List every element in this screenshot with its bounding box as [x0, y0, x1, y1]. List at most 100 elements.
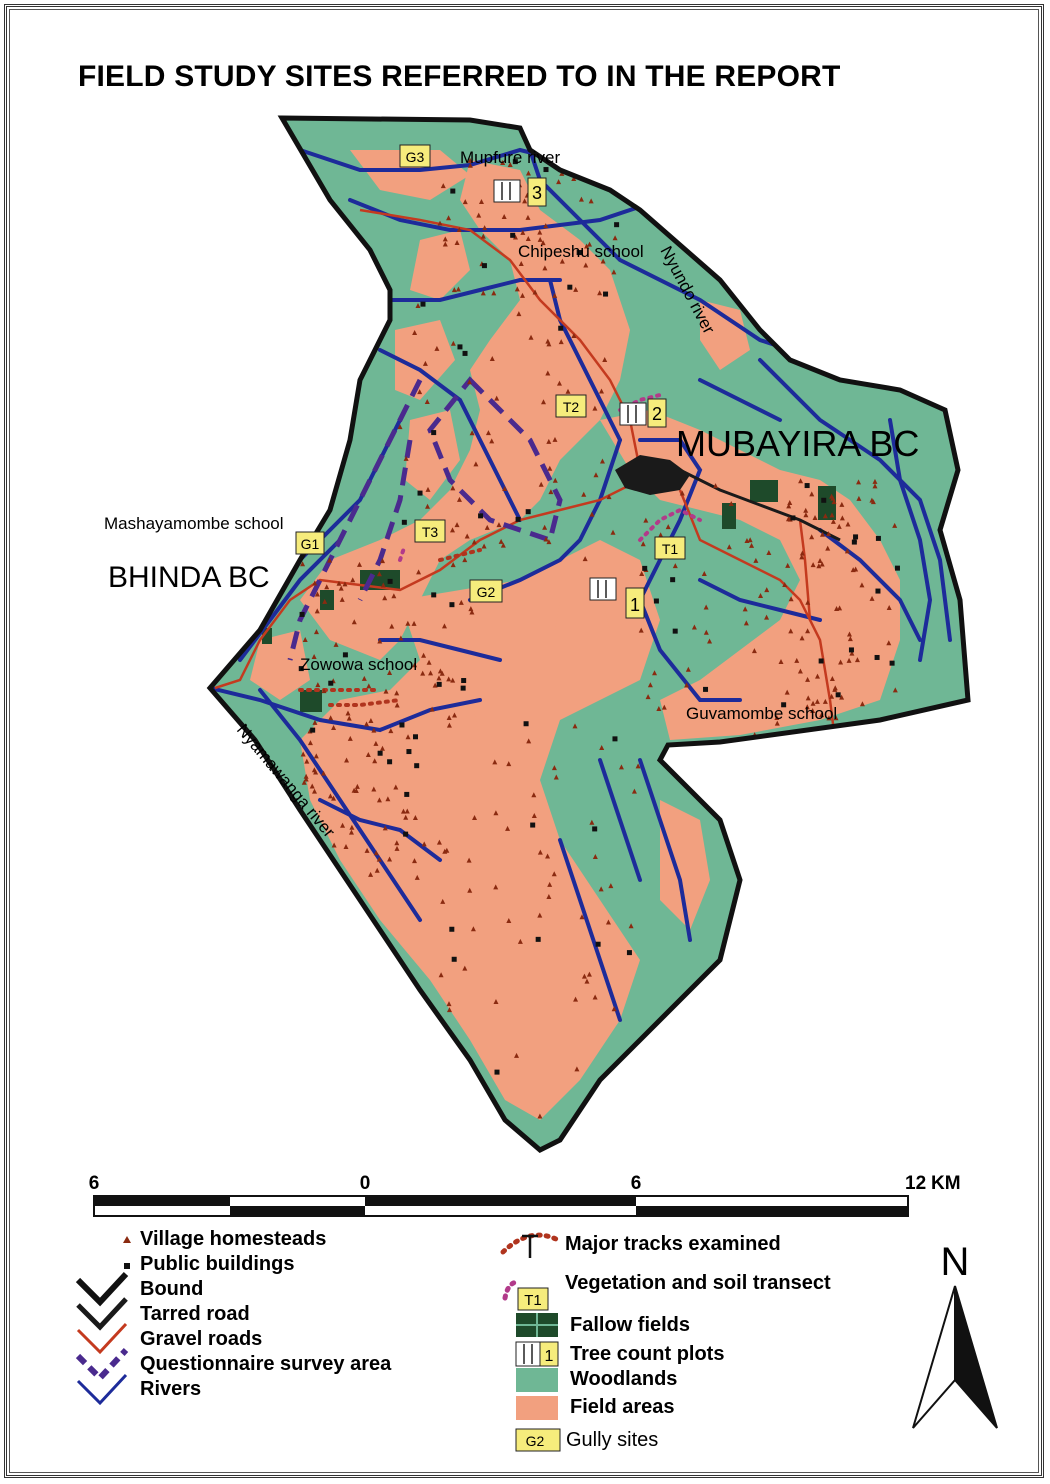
public-building-marker	[399, 722, 405, 728]
g3-label: G3	[406, 149, 425, 165]
public-building-marker	[403, 831, 409, 837]
homestead-marker	[602, 356, 608, 362]
homestead-marker	[388, 728, 394, 734]
homestead-marker	[597, 290, 603, 296]
homestead-marker	[398, 635, 404, 641]
homestead-marker	[394, 690, 400, 696]
homestead-marker	[573, 996, 579, 1002]
homestead-marker	[302, 637, 308, 643]
public-building-marker	[672, 628, 678, 634]
public-building-marker	[543, 167, 549, 173]
public-building-marker	[449, 926, 455, 932]
homestead-marker	[572, 723, 578, 729]
homestead-marker	[805, 695, 811, 701]
homestead-marker	[592, 853, 598, 859]
homestead-marker	[416, 569, 422, 575]
legend-tree-plot-icon	[515, 1341, 541, 1367]
north-arrow: N	[912, 1240, 998, 1429]
homestead-marker	[496, 522, 502, 528]
homestead-marker	[886, 640, 892, 646]
g2-label: G2	[477, 584, 496, 600]
homestead-marker	[397, 424, 403, 430]
homestead-marker	[311, 788, 317, 794]
public-building-marker	[494, 1069, 500, 1075]
homestead-marker	[582, 556, 588, 562]
homestead-marker	[552, 436, 558, 442]
homestead-marker	[514, 1052, 520, 1058]
gully-site-g3: G3	[399, 144, 431, 168]
homestead-marker	[810, 700, 816, 706]
questionnaire-survey-area	[287, 376, 563, 661]
homestead-marker	[320, 871, 326, 877]
homestead-marker	[847, 636, 853, 642]
homestead-marker	[312, 719, 318, 725]
homestead-marker	[545, 370, 551, 376]
legend-gravel-roads: Gravel roads	[140, 1328, 263, 1350]
homestead-marker	[589, 511, 595, 517]
homestead-marker	[624, 1105, 630, 1111]
homestead-marker	[856, 495, 862, 501]
homestead-marker	[385, 796, 391, 802]
homestead-marker	[493, 998, 499, 1004]
homestead-marker	[872, 478, 878, 484]
homestead-marker	[892, 687, 898, 693]
homestead-marker	[658, 532, 664, 538]
homestead-marker	[853, 566, 859, 572]
homestead-marker	[859, 582, 865, 588]
homestead-marker	[313, 753, 319, 759]
homestead-marker	[541, 399, 547, 405]
legend-homesteads: Village homesteads	[140, 1228, 327, 1250]
public-building-marker	[804, 483, 810, 489]
homestead-marker	[672, 563, 678, 569]
homestead-marker	[547, 881, 553, 887]
homestead-marker	[303, 776, 309, 782]
homestead-marker	[701, 570, 707, 576]
homestead-marker	[500, 160, 506, 166]
public-building-marker	[414, 763, 420, 769]
homestead-marker	[492, 759, 498, 765]
public-building-marker	[512, 159, 518, 165]
homestead-marker	[829, 512, 835, 518]
homestead-marker	[450, 677, 456, 683]
homestead-marker	[545, 853, 551, 859]
homestead-marker	[558, 339, 564, 345]
homestead-marker	[685, 666, 691, 672]
public-building-marker	[612, 736, 618, 742]
homestead-marker	[454, 240, 460, 246]
homestead-marker	[494, 395, 500, 401]
homestead-marker	[333, 641, 339, 647]
homestead-marker	[553, 774, 559, 780]
homestead-marker	[478, 198, 484, 204]
public-building-marker	[451, 956, 457, 962]
label-guvamombe-school: Guvamombe school	[686, 704, 837, 723]
homestead-marker	[343, 844, 349, 850]
legend-tarred-road-icon	[76, 1297, 128, 1331]
homestead-marker	[382, 595, 388, 601]
homestead-marker	[600, 258, 606, 264]
homestead-marker	[347, 735, 353, 741]
homestead-marker	[440, 898, 446, 904]
p1-label: 1	[630, 595, 640, 615]
homestead-marker	[784, 689, 790, 695]
homestead-marker	[540, 240, 546, 246]
homestead-marker	[599, 744, 605, 750]
public-building-marker	[642, 565, 648, 571]
homestead-marker	[349, 824, 355, 830]
homestead-marker	[450, 340, 456, 346]
public-building-marker	[449, 602, 455, 608]
homestead-marker	[516, 311, 522, 317]
homestead-marker	[652, 670, 658, 676]
homestead-marker	[456, 226, 462, 232]
legend-symbols-left	[75, 1236, 131, 1406]
homestead-marker	[546, 539, 552, 545]
gully-site-g2: G2	[469, 579, 503, 603]
homestead-marker	[420, 670, 426, 676]
homestead-marker	[846, 657, 852, 663]
label-mubayira-bc: MUBAYIRA BC	[676, 423, 919, 464]
homestead-marker	[579, 914, 585, 920]
homestead-marker	[309, 834, 315, 840]
homestead-marker	[376, 856, 382, 862]
homestead-marker	[703, 604, 709, 610]
homestead-marker	[834, 606, 840, 612]
homestead-marker	[584, 978, 590, 984]
